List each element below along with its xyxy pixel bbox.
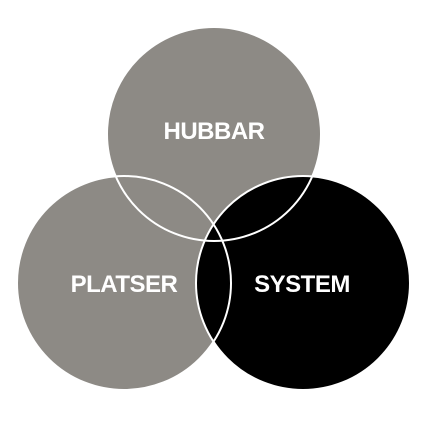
- outline-hubbar: [106, 26, 322, 242]
- outline-system: [195, 175, 411, 391]
- circle-platser: [17, 176, 231, 390]
- outline-platser: [16, 175, 232, 391]
- label-hubbar: HUBBAR: [164, 118, 265, 145]
- circle-system: [196, 176, 410, 390]
- label-system: SYSTEM: [254, 271, 350, 298]
- label-platser: PLATSER: [71, 271, 178, 298]
